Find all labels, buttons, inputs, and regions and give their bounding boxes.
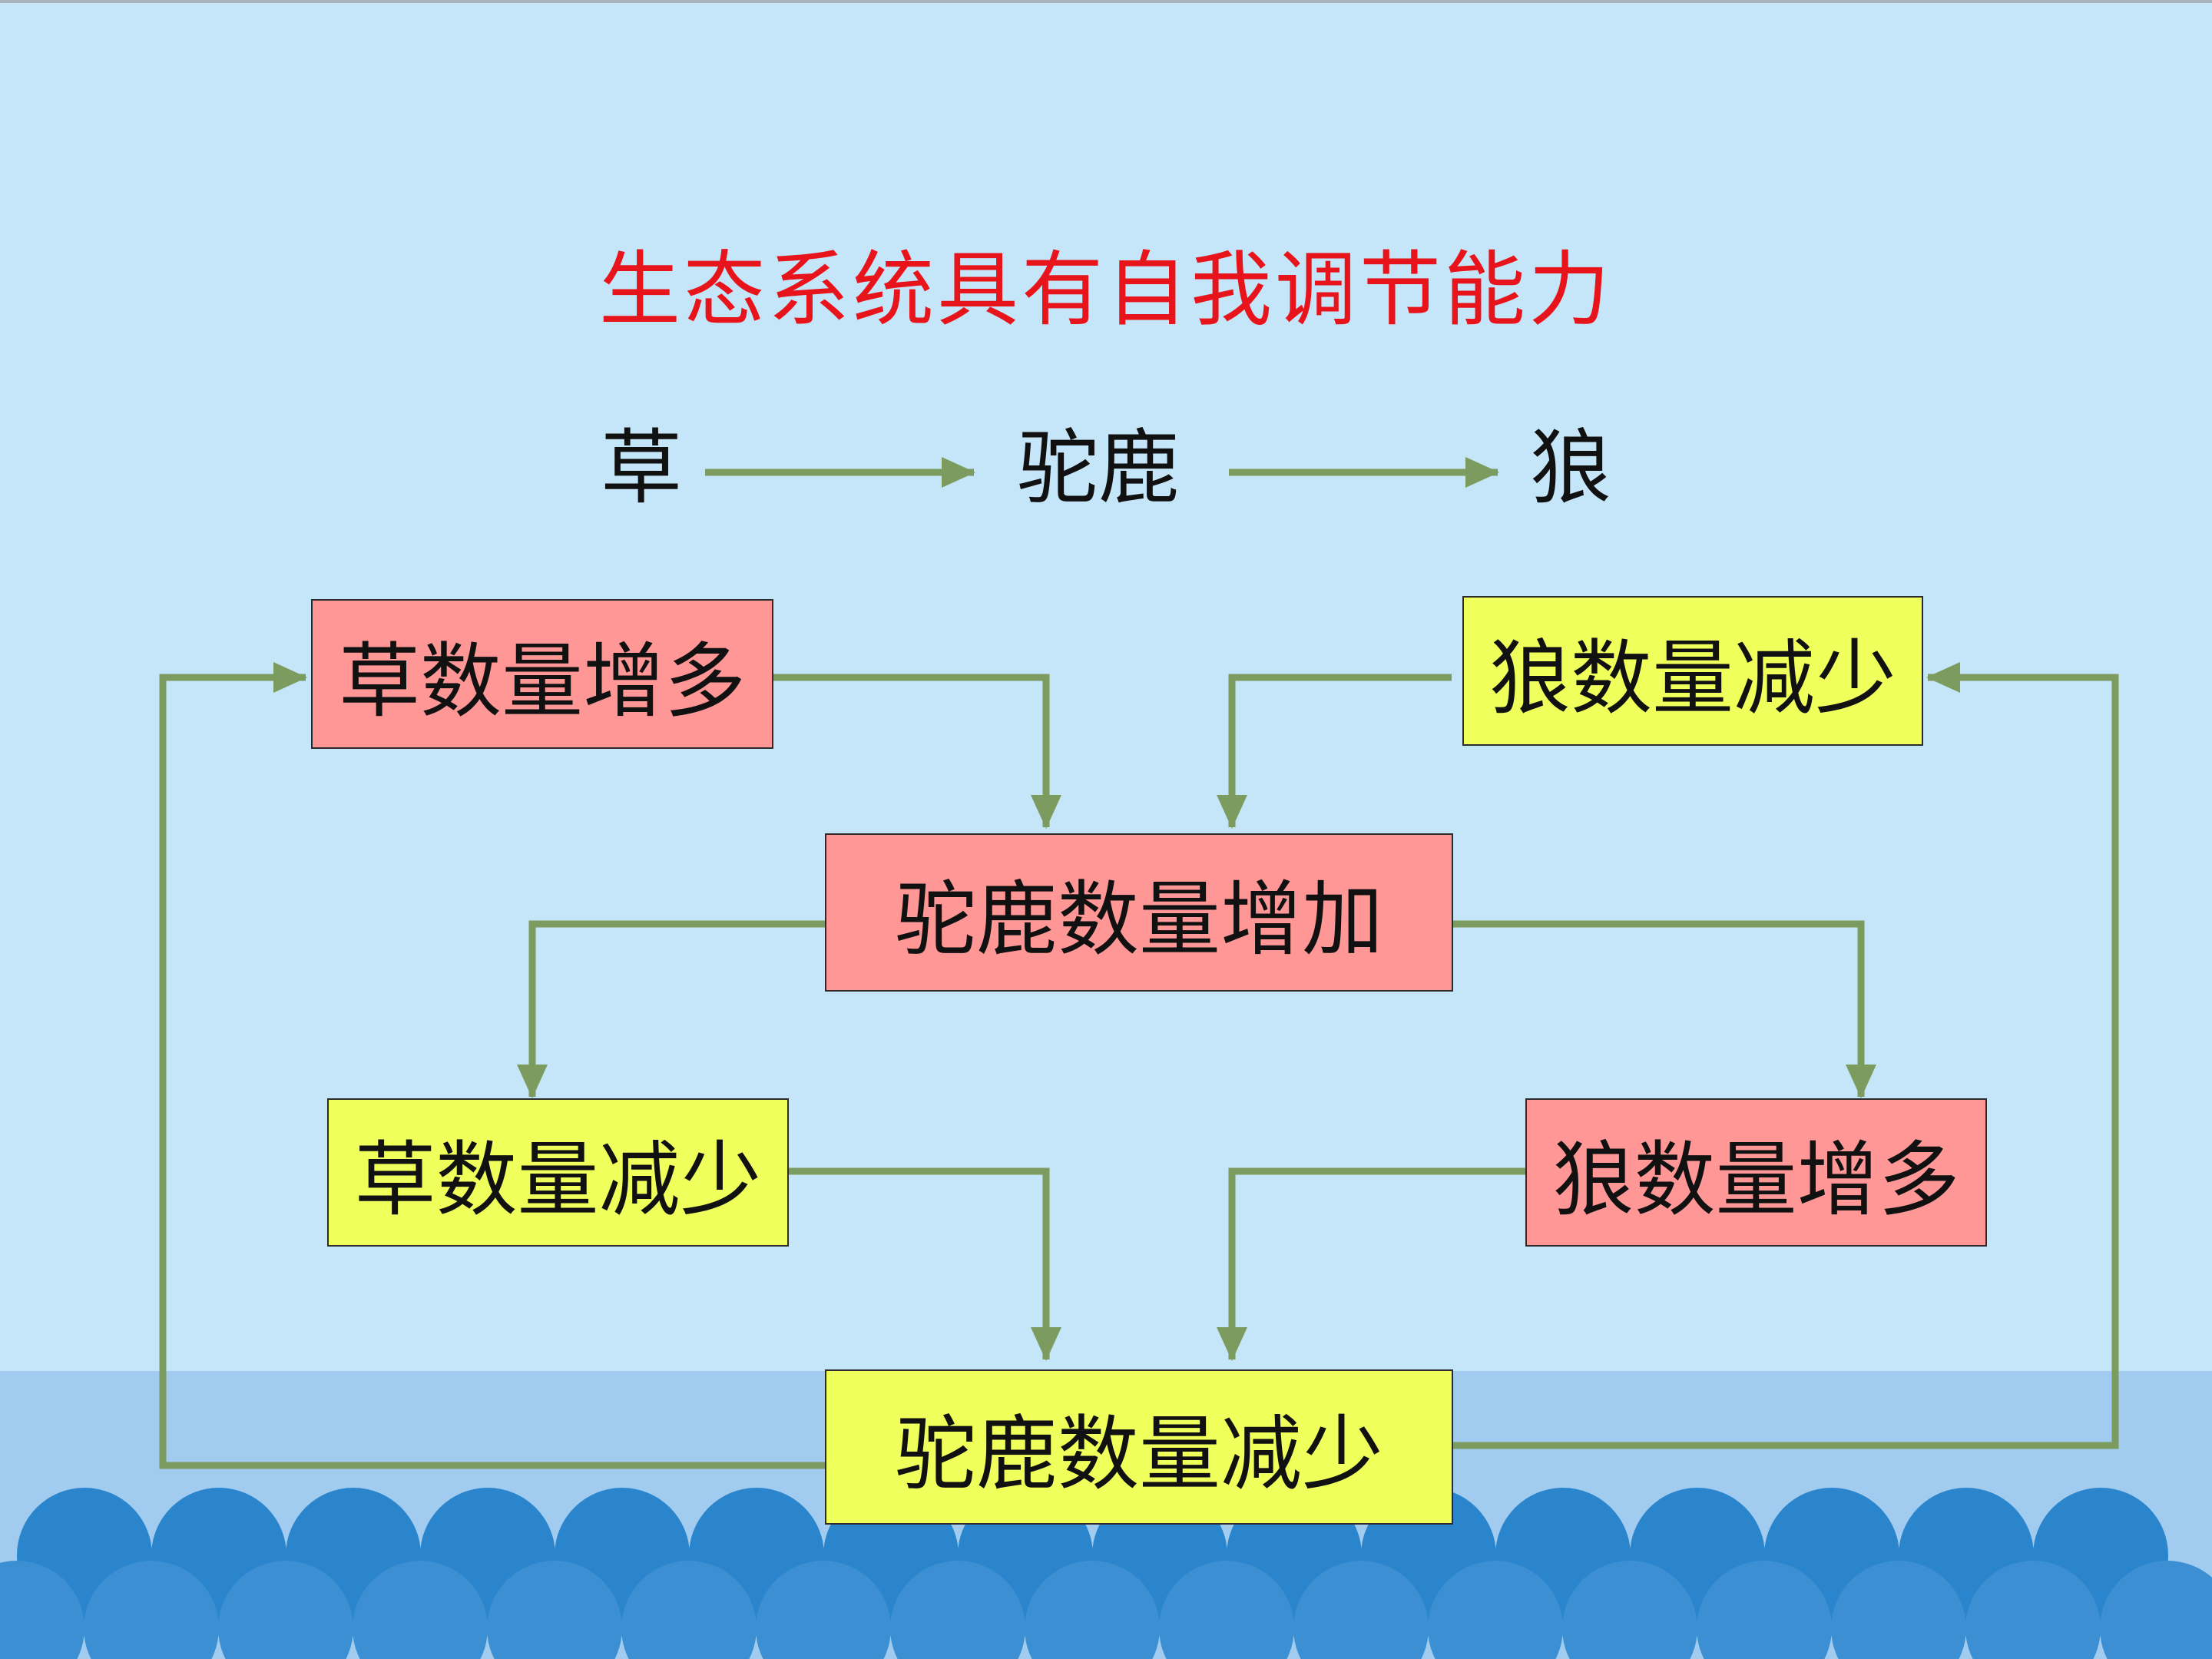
slide-top-border — [0, 0, 2212, 3]
arrow-wolf-up-to-moose-down — [1217, 1167, 1525, 1361]
chain-grass: 草 — [601, 421, 682, 515]
chain-moose: 驼鹿 — [1017, 421, 1180, 515]
node-grass-increase: 草数量增多 — [311, 599, 773, 749]
node-moose-decrease: 驼鹿数量减少 — [825, 1369, 1453, 1525]
arrow-moose-up-to-grass-down — [517, 920, 825, 1098]
arrow-grass-down-to-moose-down — [789, 1167, 1061, 1361]
arrow-moose-down-to-wolf-down — [1453, 662, 2119, 1449]
arrow-moose-down-to-grass-up — [159, 662, 825, 1469]
arrow-grass-up-to-moose-up — [773, 674, 1061, 829]
arrow-wolf-down-to-moose-up — [1217, 674, 1452, 829]
node-wolf-increase: 狼数量增多 — [1525, 1098, 1987, 1247]
node-moose-increase: 驼鹿数量增加 — [825, 833, 1453, 992]
slide-title: 生态系统具有自我调节能力 — [599, 243, 1613, 337]
chain-wolf: 狼 — [1530, 421, 1611, 515]
node-grass-decrease: 草数量减少 — [327, 1098, 789, 1247]
arrow-moose-up-to-wolf-up — [1453, 920, 1876, 1098]
node-wolf-decrease: 狼数量减少 — [1462, 596, 1923, 746]
